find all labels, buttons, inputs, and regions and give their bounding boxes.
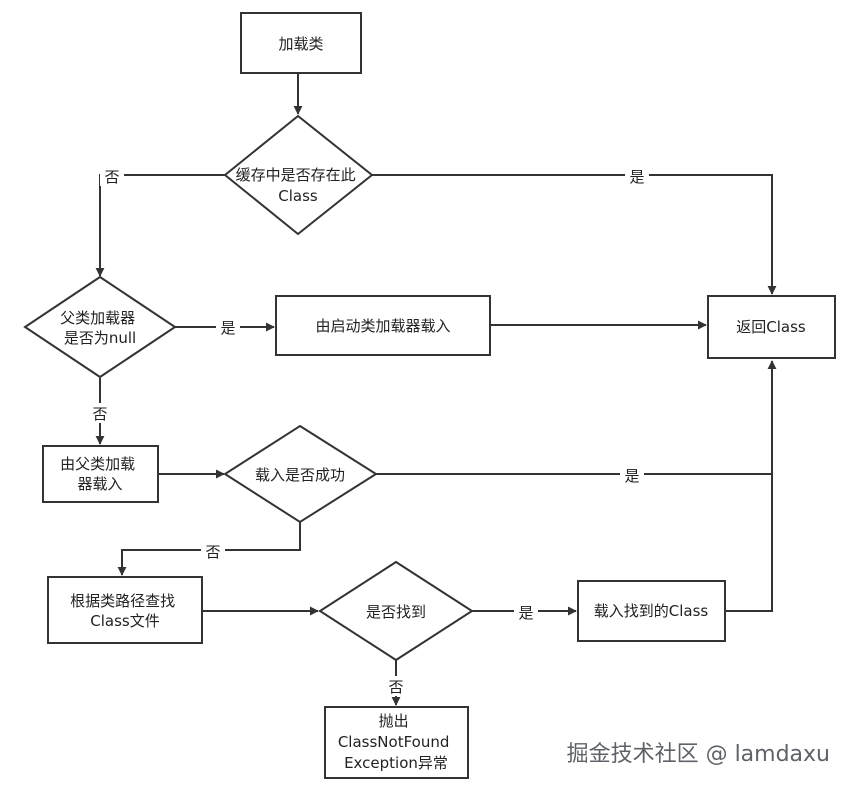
node-cache-check: 缓存中是否存在此 Class: [223, 114, 374, 236]
edge-cache-yes-to-return: [372, 174, 777, 295]
svg-text:载入是否成功: 载入是否成功: [255, 466, 345, 484]
svg-text:返回Class: 返回Class: [736, 318, 806, 336]
svg-text:否: 否: [104, 168, 119, 186]
edge-label-found-no: 否: [384, 676, 408, 696]
svg-text:是: 是: [624, 467, 639, 485]
svg-text:是: 是: [629, 168, 644, 186]
node-return-class: 返回Class: [707, 295, 836, 359]
edge-label-cache-no: 否: [100, 166, 124, 186]
svg-text:加载类: 加载类: [278, 35, 323, 53]
svg-text:是: 是: [518, 604, 533, 622]
svg-text:缓存中是否存在此 Class: 缓存中是否存在此 Class: [236, 166, 361, 205]
node-load-found: 载入找到的Class: [577, 580, 726, 642]
node-find-by-path: 根据类路径查找 Class文件: [47, 576, 203, 644]
edge-label-load-success-no: 否: [201, 541, 225, 561]
node-load-class: 加载类: [240, 12, 362, 74]
node-throw-exception: 抛出 ClassNotFound Exception异常: [324, 706, 469, 779]
svg-text:是否找到: 是否找到: [366, 603, 426, 621]
watermark-text: 掘金技术社区 @ lamdaxu: [567, 742, 830, 767]
edge-label-parent-null-no: 否: [88, 403, 112, 423]
svg-text:否: 否: [92, 405, 107, 423]
edge-cache-no-to-parent: [95, 174, 225, 277]
svg-text:根据类路径查找 Class文件: 根据类路径查找 Class文件: [70, 592, 180, 630]
edge-label-found-yes: 是: [514, 602, 538, 622]
edge-label-load-success-yes: 是: [620, 465, 644, 485]
nodes: 加载类 缓存中是否存在此 Class 返回Class 父类加载器 是否为null: [23, 12, 836, 779]
svg-text:否: 否: [205, 543, 220, 561]
svg-text:抛出 ClassNotFound: 抛出 ClassNotFound Exception异常: [338, 712, 454, 772]
node-parent-null: 父类加载器 是否为null: [23, 275, 177, 379]
svg-text:是: 是: [220, 319, 235, 337]
node-load-success: 载入是否成功: [223, 424, 378, 524]
edge-label-cache-yes: 是: [625, 166, 649, 186]
svg-text:载入找到的Class: 载入找到的Class: [594, 602, 709, 620]
node-found-check: 是否找到: [318, 560, 474, 662]
node-parent-load: 由父类加载 器载入: [42, 445, 159, 503]
svg-text:由父类加载 器载入: 由父类加载 器载入: [60, 455, 140, 493]
svg-text:父类加载器 是否为null: 父类加载器 是否为null: [60, 309, 140, 347]
svg-text:由启动类加载器载入: 由启动类加载器载入: [315, 317, 450, 335]
edge-labels: 否 是 是 否 是 否 是 否: [88, 166, 649, 696]
node-bootstrap-load: 由启动类加载器载入: [275, 295, 491, 356]
edge-label-parent-null-yes: 是: [216, 317, 240, 337]
svg-text:否: 否: [388, 678, 403, 696]
